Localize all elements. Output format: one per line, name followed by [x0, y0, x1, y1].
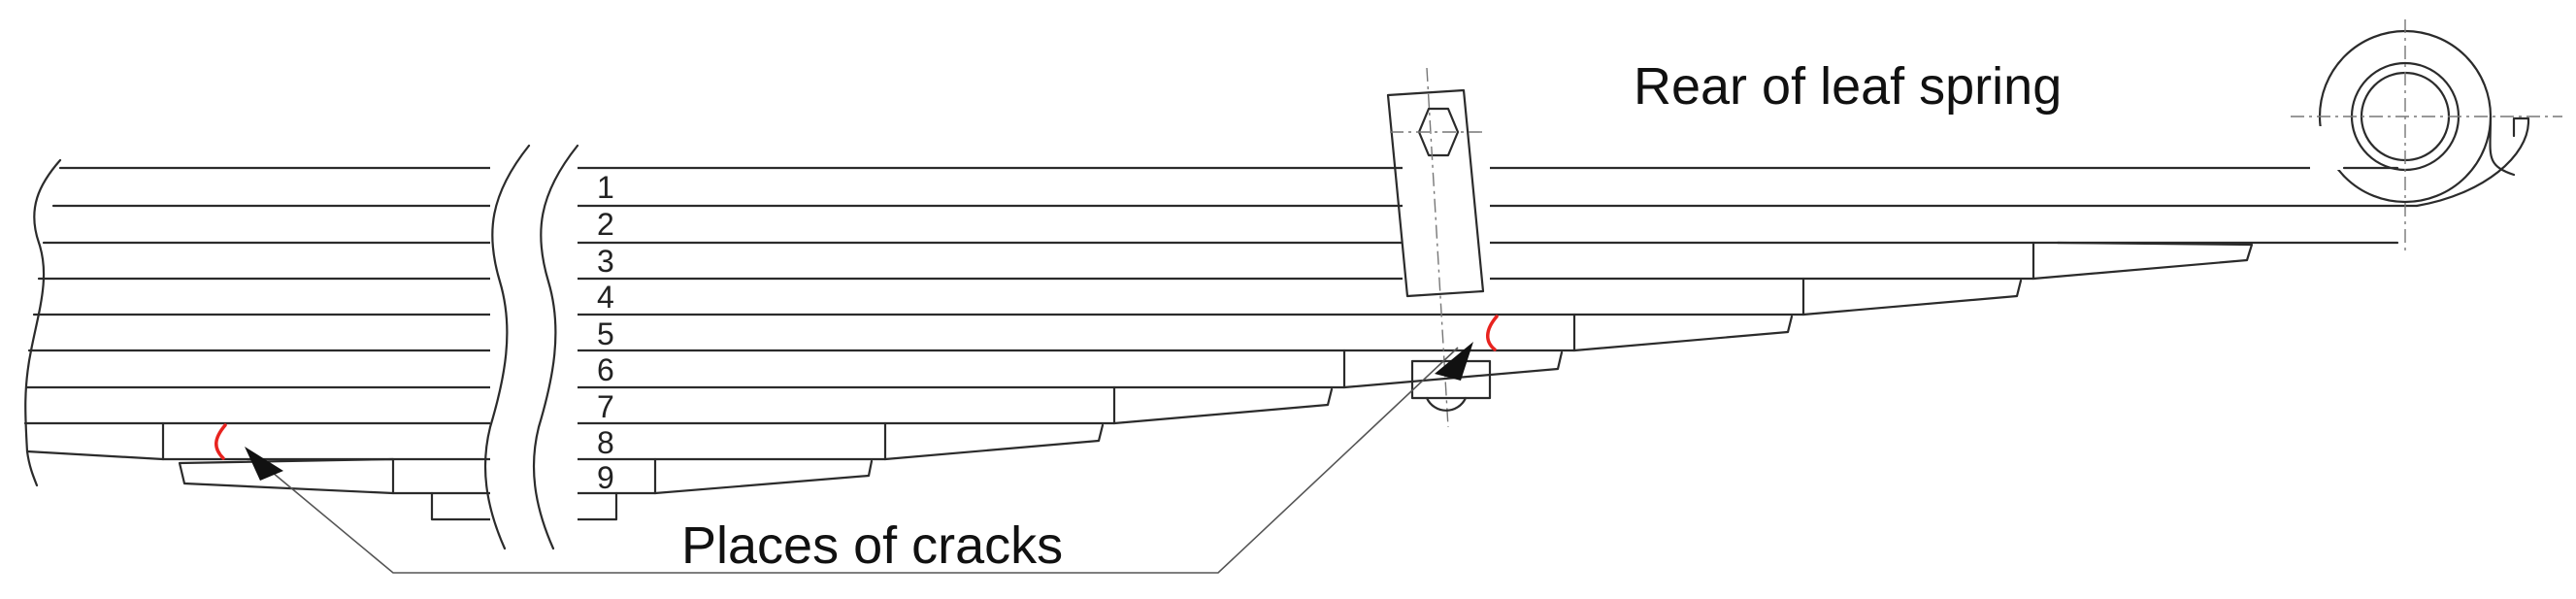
arrow-center-icon	[1435, 342, 1473, 381]
center-clamp	[1386, 67, 1492, 428]
crack-mark-left	[215, 423, 227, 460]
left-break-edge	[24, 158, 62, 487]
leaf-number-7: 7	[597, 389, 614, 424]
leaf-number-labels: 1 2 3 4 5 6 7 8 9	[597, 170, 614, 495]
leaf-number-8: 8	[597, 425, 614, 460]
crack-mark-center	[1486, 315, 1499, 351]
leaf-ends	[161, 241, 2254, 521]
cracks-label: Places of cracks	[681, 516, 1063, 575]
leader-lines	[245, 342, 1473, 574]
leaf-number-4: 4	[597, 280, 614, 315]
arrow-left-icon	[245, 447, 283, 481]
spring-eye	[2291, 19, 2562, 252]
leaf-number-5: 5	[597, 316, 614, 351]
leaf-number-6: 6	[597, 352, 614, 387]
break-lines	[483, 144, 579, 550]
crack-marks	[215, 315, 1499, 460]
leaf-number-9: 9	[597, 460, 614, 495]
leaf-number-2: 2	[597, 207, 614, 242]
leaf-number-1: 1	[597, 170, 614, 205]
rear-label: Rear of leaf spring	[1634, 57, 2062, 116]
leaf-lines	[23, 166, 2419, 495]
leaf-number-3: 3	[597, 244, 614, 279]
